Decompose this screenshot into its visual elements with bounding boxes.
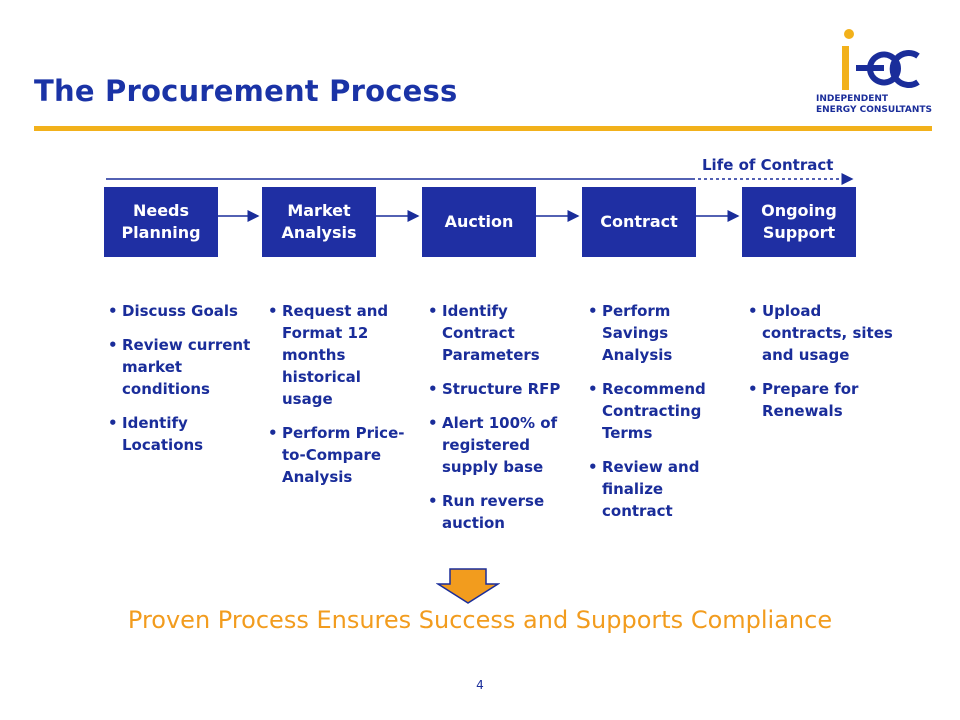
task-item: Structure RFP <box>424 378 574 400</box>
step-label-line-2: Analysis <box>281 223 357 242</box>
task-item: Perform Savings Analysis <box>584 300 734 366</box>
logo-i-stem <box>842 46 849 90</box>
logo-dot <box>844 29 854 39</box>
auction-tasks: Identify Contract Parameters Structure R… <box>424 300 574 546</box>
ongoing-support-tasks: Upload contracts, sites and usage Prepar… <box>744 300 894 434</box>
task-item: Review and finalize contract <box>584 456 734 522</box>
logo-line-2: ENERGY CONSULTANTS <box>816 105 932 115</box>
page-number: 4 <box>476 678 484 692</box>
task-item: Prepare for Renewals <box>744 378 894 422</box>
task-item: Request and Format 12 months historical … <box>264 300 414 410</box>
step-contract: Contract <box>582 187 696 257</box>
task-item: Identify Locations <box>104 412 254 456</box>
market-analysis-tasks: Request and Format 12 months historical … <box>264 300 414 500</box>
task-item: Run reverse auction <box>424 490 574 534</box>
task-item: Review current market conditions <box>104 334 254 400</box>
logo-caption: INDEPENDENT ENERGY CONSULTANTS <box>816 94 936 116</box>
task-item: Perform Price-to-Compare Analysis <box>264 422 414 488</box>
task-item: Recommend Contracting Terms <box>584 378 734 444</box>
logo-e <box>856 51 901 86</box>
iec-logo <box>842 29 920 90</box>
step-auction: Auction <box>422 187 536 257</box>
task-item: Discuss Goals <box>104 300 254 322</box>
logo-c <box>889 50 920 88</box>
task-item: Upload contracts, sites and usage <box>744 300 894 366</box>
tagline: Proven Process Ensures Success and Suppo… <box>127 606 833 634</box>
slide-title: The Procurement Process <box>34 74 458 108</box>
step-label-line-1: Needs <box>132 201 190 220</box>
task-item: Alert 100% of registered supply base <box>424 412 574 478</box>
step-label-line-1: Market <box>287 201 351 220</box>
needs-planning-tasks: Discuss Goals Review current market cond… <box>104 300 254 468</box>
step-label-line-2: Support <box>762 223 836 242</box>
life-of-contract-label: Life of Contract <box>702 156 834 174</box>
down-arrow-icon <box>436 568 500 604</box>
step-label-line-1: Ongoing <box>761 201 837 220</box>
step-label-line-2: Planning <box>121 223 201 242</box>
title-underline <box>34 126 932 131</box>
logo-line-1: INDEPENDENT <box>816 94 889 104</box>
step-label-line-1: Contract <box>600 212 678 231</box>
contract-tasks: Perform Savings Analysis Recommend Contr… <box>584 300 734 534</box>
task-item: Identify Contract Parameters <box>424 300 574 366</box>
step-label-line-1: Auction <box>444 212 514 231</box>
